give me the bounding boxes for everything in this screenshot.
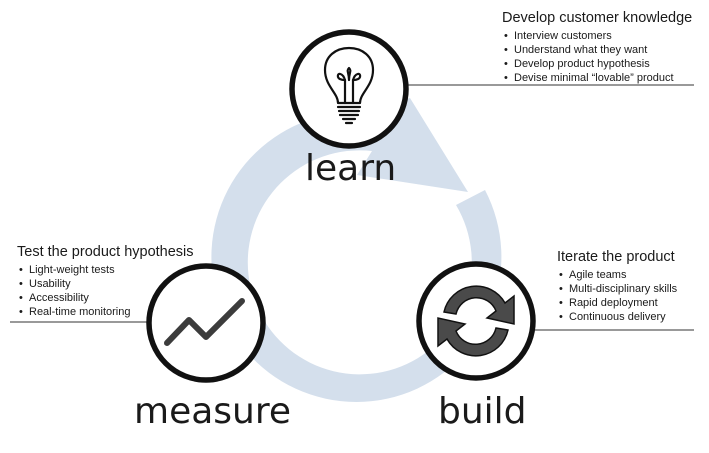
learn-label: learn	[305, 148, 397, 189]
list-item: Multi-disciplinary skills	[557, 282, 677, 296]
list-item: Usability	[17, 277, 194, 291]
list-item: Interview customers	[502, 29, 692, 43]
learn-panel-list: Interview customers Understand what they…	[502, 29, 692, 85]
list-item: Agile teams	[557, 268, 677, 282]
list-item: Understand what they want	[502, 43, 692, 57]
measure-panel-title: Test the product hypothesis	[17, 244, 194, 260]
build-panel: Iterate the product Agile teams Multi-di…	[557, 249, 677, 324]
list-item: Devise minimal “lovable” product	[502, 71, 692, 85]
list-item: Real-time monitoring	[17, 305, 194, 319]
learn-panel: Develop customer knowledge Interview cus…	[502, 10, 692, 85]
refresh-icon	[437, 285, 515, 357]
learn-circle	[289, 29, 409, 149]
lightbulb-icon	[323, 46, 375, 125]
list-item: Accessibility	[17, 291, 194, 305]
list-item: Continuous delivery	[557, 310, 677, 324]
cycle-arrow	[211, 98, 502, 402]
measure-panel: Test the product hypothesis Light-weight…	[17, 244, 194, 319]
learn-panel-title: Develop customer knowledge	[502, 10, 693, 26]
build-panel-title: Iterate the product	[557, 249, 675, 265]
list-item: Rapid deployment	[557, 296, 677, 310]
trend-line-icon	[164, 298, 245, 346]
list-item: Develop product hypothesis	[502, 57, 692, 71]
build-panel-list: Agile teams Multi-disciplinary skills Ra…	[557, 268, 677, 324]
build-label: build	[438, 391, 527, 432]
measure-panel-list: Light-weight tests Usability Accessibili…	[17, 263, 194, 319]
build-circle	[416, 261, 536, 381]
list-item: Light-weight tests	[17, 263, 194, 277]
measure-label: measure	[134, 391, 292, 432]
